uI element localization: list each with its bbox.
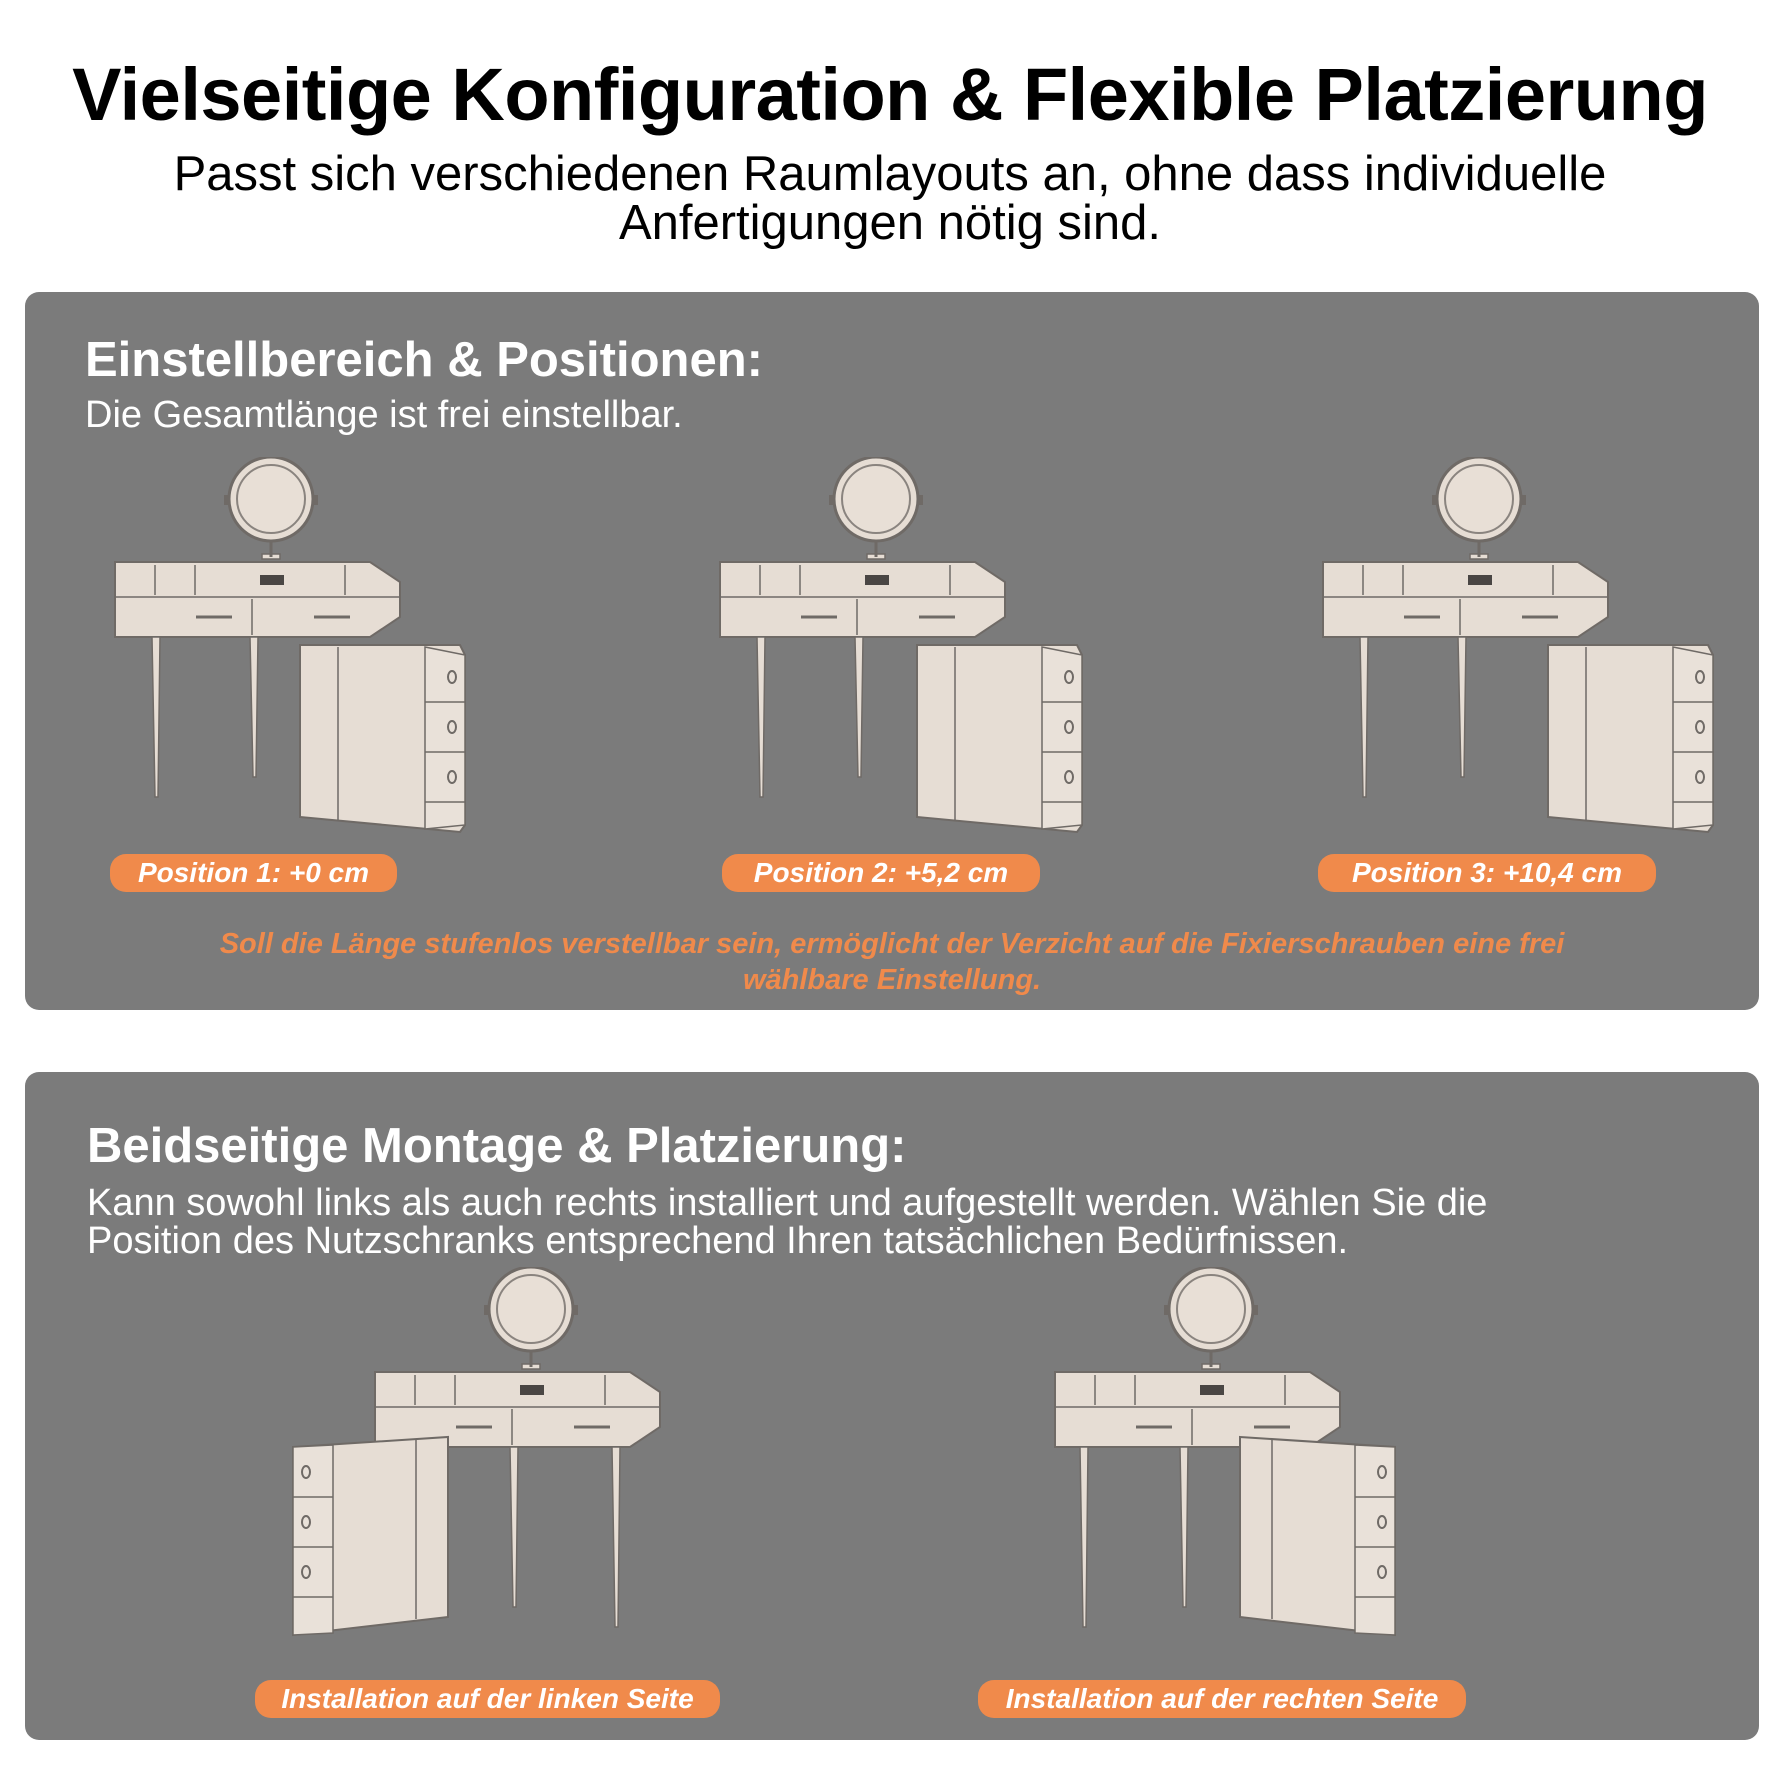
adjust-note: Soll die Länge stufenlos verstellbar sei…	[85, 926, 1699, 998]
right-installation-illustration	[1054, 1267, 1396, 1637]
adjust-note-line-2: wählbare Einstellung.	[742, 964, 1042, 996]
adjust-note-line-1: Soll die Länge stufenlos verstellbar sei…	[219, 928, 1565, 960]
vanity-position-3-illustration	[1322, 457, 1714, 834]
mount-text: Kann sowohl links als auch rechts instal…	[87, 1184, 1487, 1260]
vanity-desk	[1054, 1267, 1341, 1628]
adjust-text: Die Gesamtlänge ist frei einstellbar.	[85, 394, 683, 436]
storage-cabinet	[292, 1435, 449, 1637]
adjust-title: Einstellbereich & Positionen:	[85, 333, 763, 387]
position-1-badge: Position 1: +0 cm	[110, 854, 397, 892]
storage-cabinet	[1239, 1435, 1396, 1637]
position-2-badge: Position 2: +5,2 cm	[722, 854, 1040, 892]
vanity-desk	[1322, 457, 1609, 798]
mount-text-line-2: Position des Nutzschranks entsprechend I…	[87, 1220, 1349, 1262]
right-installation-badge: Installation auf der rechten Seite	[978, 1680, 1466, 1718]
vanity-desk	[114, 457, 401, 798]
mount-title: Beidseitige Montage & Platzierung:	[87, 1119, 907, 1173]
subtitle-line-1: Passt sich verschiedenen Raumlayouts an,…	[173, 147, 1607, 201]
storage-cabinet	[916, 644, 1083, 834]
vanity-desk	[719, 457, 1006, 798]
adjust-panel: Einstellbereich & Positionen: Die Gesamt…	[25, 292, 1759, 1010]
page-subtitle: Passt sich verschiedenen Raumlayouts an,…	[90, 150, 1690, 248]
vanity-position-1-illustration	[114, 457, 466, 834]
page-title: Vielseitige Konfiguration & Flexible Pla…	[72, 53, 1708, 136]
vanity-position-2-illustration	[719, 457, 1083, 834]
left-installation-badge: Installation auf der linken Seite	[255, 1680, 720, 1718]
storage-cabinet	[1547, 644, 1714, 834]
mount-panel: Beidseitige Montage & Platzierung: Kann …	[25, 1072, 1759, 1740]
storage-cabinet	[299, 644, 466, 834]
subtitle-line-2: Anfertigungen nötig sind.	[618, 196, 1162, 250]
vanity-desk	[374, 1267, 661, 1628]
left-installation-illustration	[292, 1267, 661, 1637]
position-3-badge: Position 3: +10,4 cm	[1318, 854, 1656, 892]
mount-text-line-1: Kann sowohl links als auch rechts instal…	[87, 1182, 1488, 1224]
